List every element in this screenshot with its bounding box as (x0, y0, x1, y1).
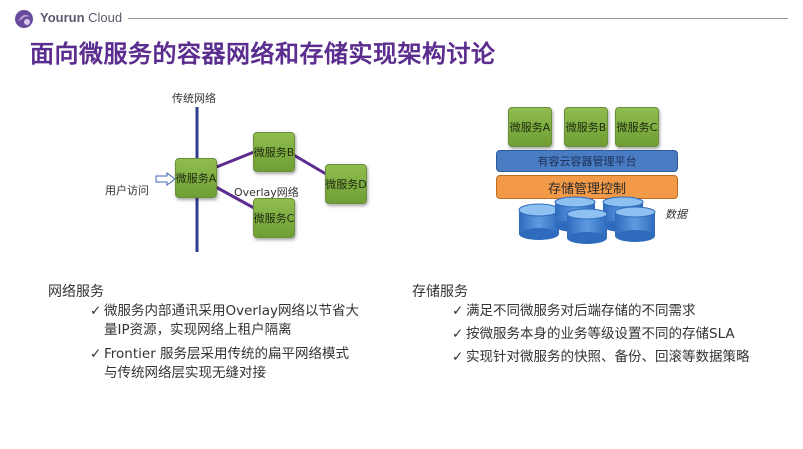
check-icon: ✓ (90, 346, 102, 362)
header-divider (128, 18, 788, 19)
storage-microservice-a: 微服务A (508, 107, 552, 147)
brand-name: Yourun Cloud (40, 10, 123, 25)
user-access-label: 用户访问 (105, 184, 149, 197)
storage-bullet-3: ✓实现针对微服务的快照、备份、回滚等数据策略 (452, 349, 750, 365)
storage-microservice-b: 微服务B (564, 107, 608, 147)
microservice-d-node: 微服务D (325, 164, 367, 204)
network-section-title: 网络服务 (48, 284, 104, 300)
network-bullet-1: ✓微服务内部通讯采用Overlay网络以节省大 量IP资源，实现网络上租户隔离 (90, 303, 359, 338)
storage-bullet-1: ✓满足不同微服务对后端存储的不同需求 (452, 303, 696, 319)
storage-section-title: 存储服务 (412, 284, 468, 300)
microservice-b-node: 微服务B (253, 132, 295, 172)
check-icon: ✓ (90, 303, 102, 319)
storage-control-bar: 存储管理控制 (496, 175, 678, 199)
network-bullet-2: ✓Frontier 服务层采用传统的扁平网络模式 与传统网络层实现无缝对接 (90, 346, 350, 381)
page-title: 面向微服务的容器网络和存储实现架构讨论 (30, 40, 496, 68)
container-platform-bar: 有容云容器管理平台 (496, 150, 678, 172)
check-icon: ✓ (452, 349, 464, 365)
storage-microservice-c: 微服务C (615, 107, 659, 147)
check-icon: ✓ (452, 303, 464, 319)
database-cylinders-icon (518, 196, 656, 244)
right-arrow-icon (155, 172, 176, 186)
storage-bullet-2: ✓按微服务本身的业务等级设置不同的存储SLA (452, 326, 735, 342)
data-label: 数据 (665, 208, 687, 221)
overlay-network-label: Overlay网络 (234, 186, 299, 199)
check-icon: ✓ (452, 326, 464, 342)
microservice-c-node: 微服务C (253, 198, 295, 238)
traditional-network-label: 传统网络 (172, 92, 216, 105)
yourun-logo-icon (15, 10, 33, 28)
microservice-a-node: 微服务A (175, 158, 217, 198)
